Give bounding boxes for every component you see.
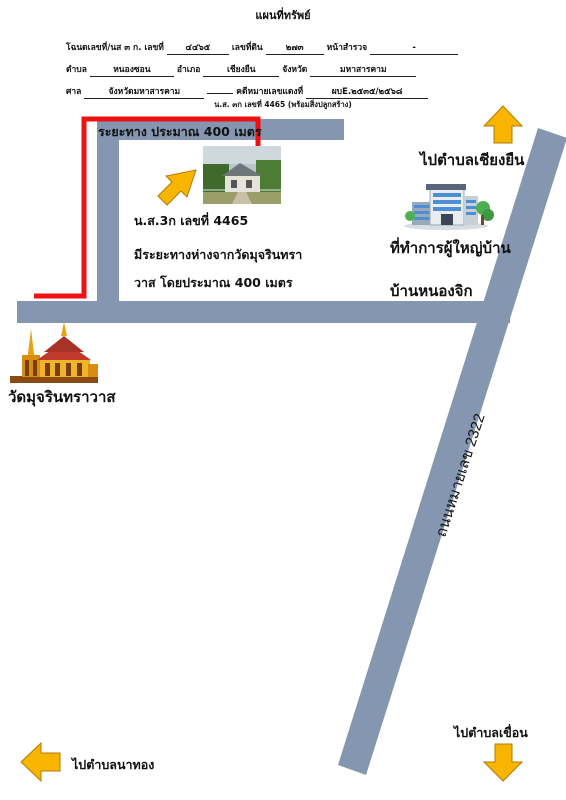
arrow-diagonal-property bbox=[157, 169, 197, 206]
main-road bbox=[17, 301, 510, 323]
header-row-court: ศาล จังหวัดมหาสารคาม คดีหมายเลขแดงที่ ผบ… bbox=[66, 84, 429, 99]
distance-note-line2: วาส โดยประมาณ 400 เมตร bbox=[134, 275, 293, 290]
temple-icon bbox=[10, 322, 98, 383]
direction-arrow-icon bbox=[20, 105, 524, 783]
road-network bbox=[17, 119, 566, 775]
land-number: ๒๗๓ bbox=[265, 43, 324, 55]
deed-number: ๔๔๖๕ bbox=[166, 43, 229, 55]
to-chiang-yuen-label: ไปตำบลเชียงยืน bbox=[420, 151, 525, 169]
to-na-thong-label: ไปตำบลนาทอง bbox=[72, 757, 155, 772]
header-row-location: ตำบล หนองซอน อำเภอ เชียงยืน จังหวัด มหาส… bbox=[66, 62, 417, 77]
distance-note-line1: มีระยะทางห่างจากวัดมุจรินทรา bbox=[134, 247, 303, 262]
office-building-icon bbox=[404, 184, 494, 230]
subdistrict: หนองซอน bbox=[89, 65, 174, 77]
village-head-office-label: ที่ทำการผู้ใหญ่บ้าน bbox=[390, 239, 511, 257]
village-name-label: บ้านหนองจิก bbox=[390, 282, 473, 300]
highway-2322 bbox=[338, 128, 566, 775]
court: จังหวัดมหาสารคาม bbox=[84, 87, 205, 99]
side-road-top bbox=[97, 119, 344, 140]
temple-label: วัดมุจรินทราวาส bbox=[8, 388, 116, 406]
arrow-down-khuean bbox=[482, 743, 524, 782]
distance-label: ระยะทาง ประมาณ 400 เมตร bbox=[98, 124, 262, 139]
arrow-left-na-thong bbox=[20, 741, 61, 783]
header-row-deed: โฉนดเลขที่/นส ๓ ก. เลขที่ ๔๔๖๕ เลขที่ดิน… bbox=[66, 40, 459, 55]
page-title: แผนที่ทรัพย์ bbox=[255, 9, 311, 22]
to-khuean-label: ไปตำบลเขื่อน bbox=[454, 725, 528, 740]
house-photo-icon bbox=[203, 146, 281, 204]
side-road-vertical bbox=[97, 119, 119, 311]
district: เชียงยืน bbox=[203, 65, 280, 77]
route-line bbox=[34, 116, 261, 299]
survey-page: - bbox=[370, 43, 459, 55]
arrow-up-chiang-yuen bbox=[482, 105, 524, 144]
case-number: ผบE.๒๕๓๕/๒๕๖๘ bbox=[306, 87, 429, 99]
property-doc-label: น.ส.3ก เลขที่ 4465 bbox=[134, 213, 249, 228]
header-footer: น.ส. ๓ก เลขที่ 4465 (พร้อมสิ่งปลูกสร้าง) bbox=[214, 100, 352, 109]
province: มหาสารคาม bbox=[310, 65, 417, 77]
